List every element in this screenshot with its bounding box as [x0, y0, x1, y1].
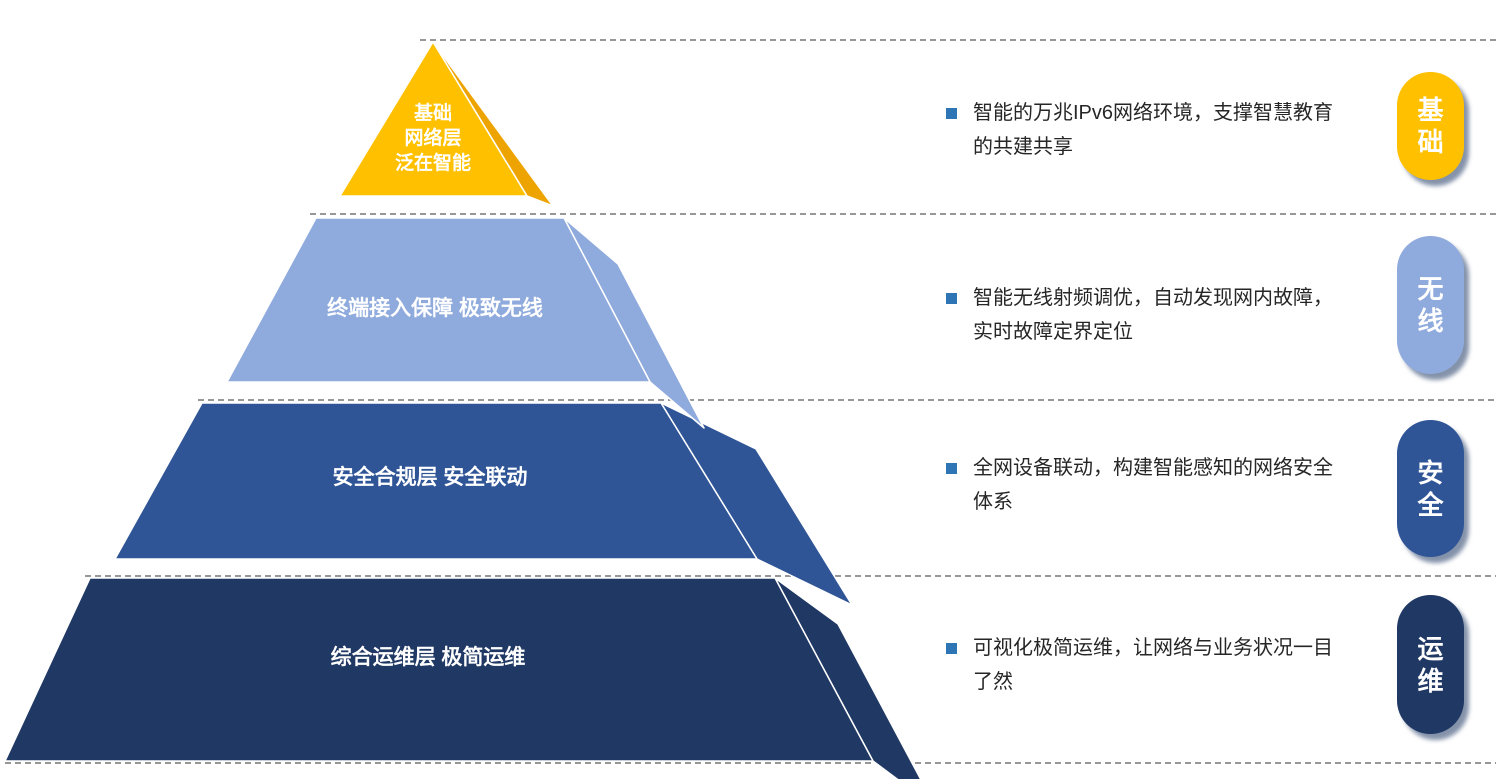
pyramid-label-base-line2: 网络层 — [404, 128, 462, 149]
bullet-text-ops: 可视化极简运维，让网络与业务状况一目了然 — [973, 637, 1333, 693]
pyramid-ops-front — [4, 577, 874, 762]
bullet-square-icon — [946, 293, 957, 304]
bullet-item-wireless: 智能无线射频调优，自动发现网内故障，实时故障定界定位 — [946, 281, 1345, 349]
badge-security: 安全 — [1397, 420, 1464, 557]
pyramid-base-front — [339, 41, 528, 197]
badge-base: 基础 — [1397, 72, 1464, 180]
badge-base-label: 基础 — [1417, 95, 1444, 157]
bullet-item-base: 智能的万兆IPv6网络环境，支撑智慧教育的共建共享 — [946, 96, 1345, 164]
bullet-square-icon — [946, 108, 957, 119]
pyramid-label-ops: 综合运维层 极简运维 — [330, 646, 526, 669]
badge-wireless-label: 无线 — [1417, 274, 1444, 336]
bullet-square-icon — [946, 463, 957, 474]
bullet-text-security: 全网设备联动，构建智能感知的网络安全体系 — [973, 457, 1333, 513]
pyramid-wireless-front — [226, 217, 651, 383]
badge-security-label: 安全 — [1417, 457, 1444, 520]
pyramid-label-base-line1: 基础 — [413, 103, 452, 124]
pyramid-label-base-line3: 泛在智能 — [394, 153, 471, 174]
bullet-square-icon — [946, 643, 957, 654]
badge-ops-label: 运维 — [1417, 633, 1444, 696]
bullet-text-wireless: 智能无线射频调优，自动发现网内故障，实时故障定界定位 — [973, 287, 1333, 343]
bullet-item-ops: 可视化极简运维，让网络与业务状况一目了然 — [946, 631, 1345, 699]
badge-wireless: 无线 — [1397, 236, 1464, 374]
pyramid-label-base: 基础 网络层 泛在智能 — [333, 101, 533, 176]
bullet-text-base: 智能的万兆IPv6网络环境，支撑智慧教育的共建共享 — [973, 102, 1334, 158]
badge-ops: 运维 — [1397, 595, 1464, 734]
pyramid-label-wireless: 终端接入保障 极致无线 — [327, 297, 543, 320]
pyramid-security-front — [114, 402, 758, 560]
pyramid-label-security: 安全合规层 安全联动 — [332, 466, 528, 489]
bullet-item-security: 全网设备联动，构建智能感知的网络安全体系 — [946, 451, 1345, 519]
